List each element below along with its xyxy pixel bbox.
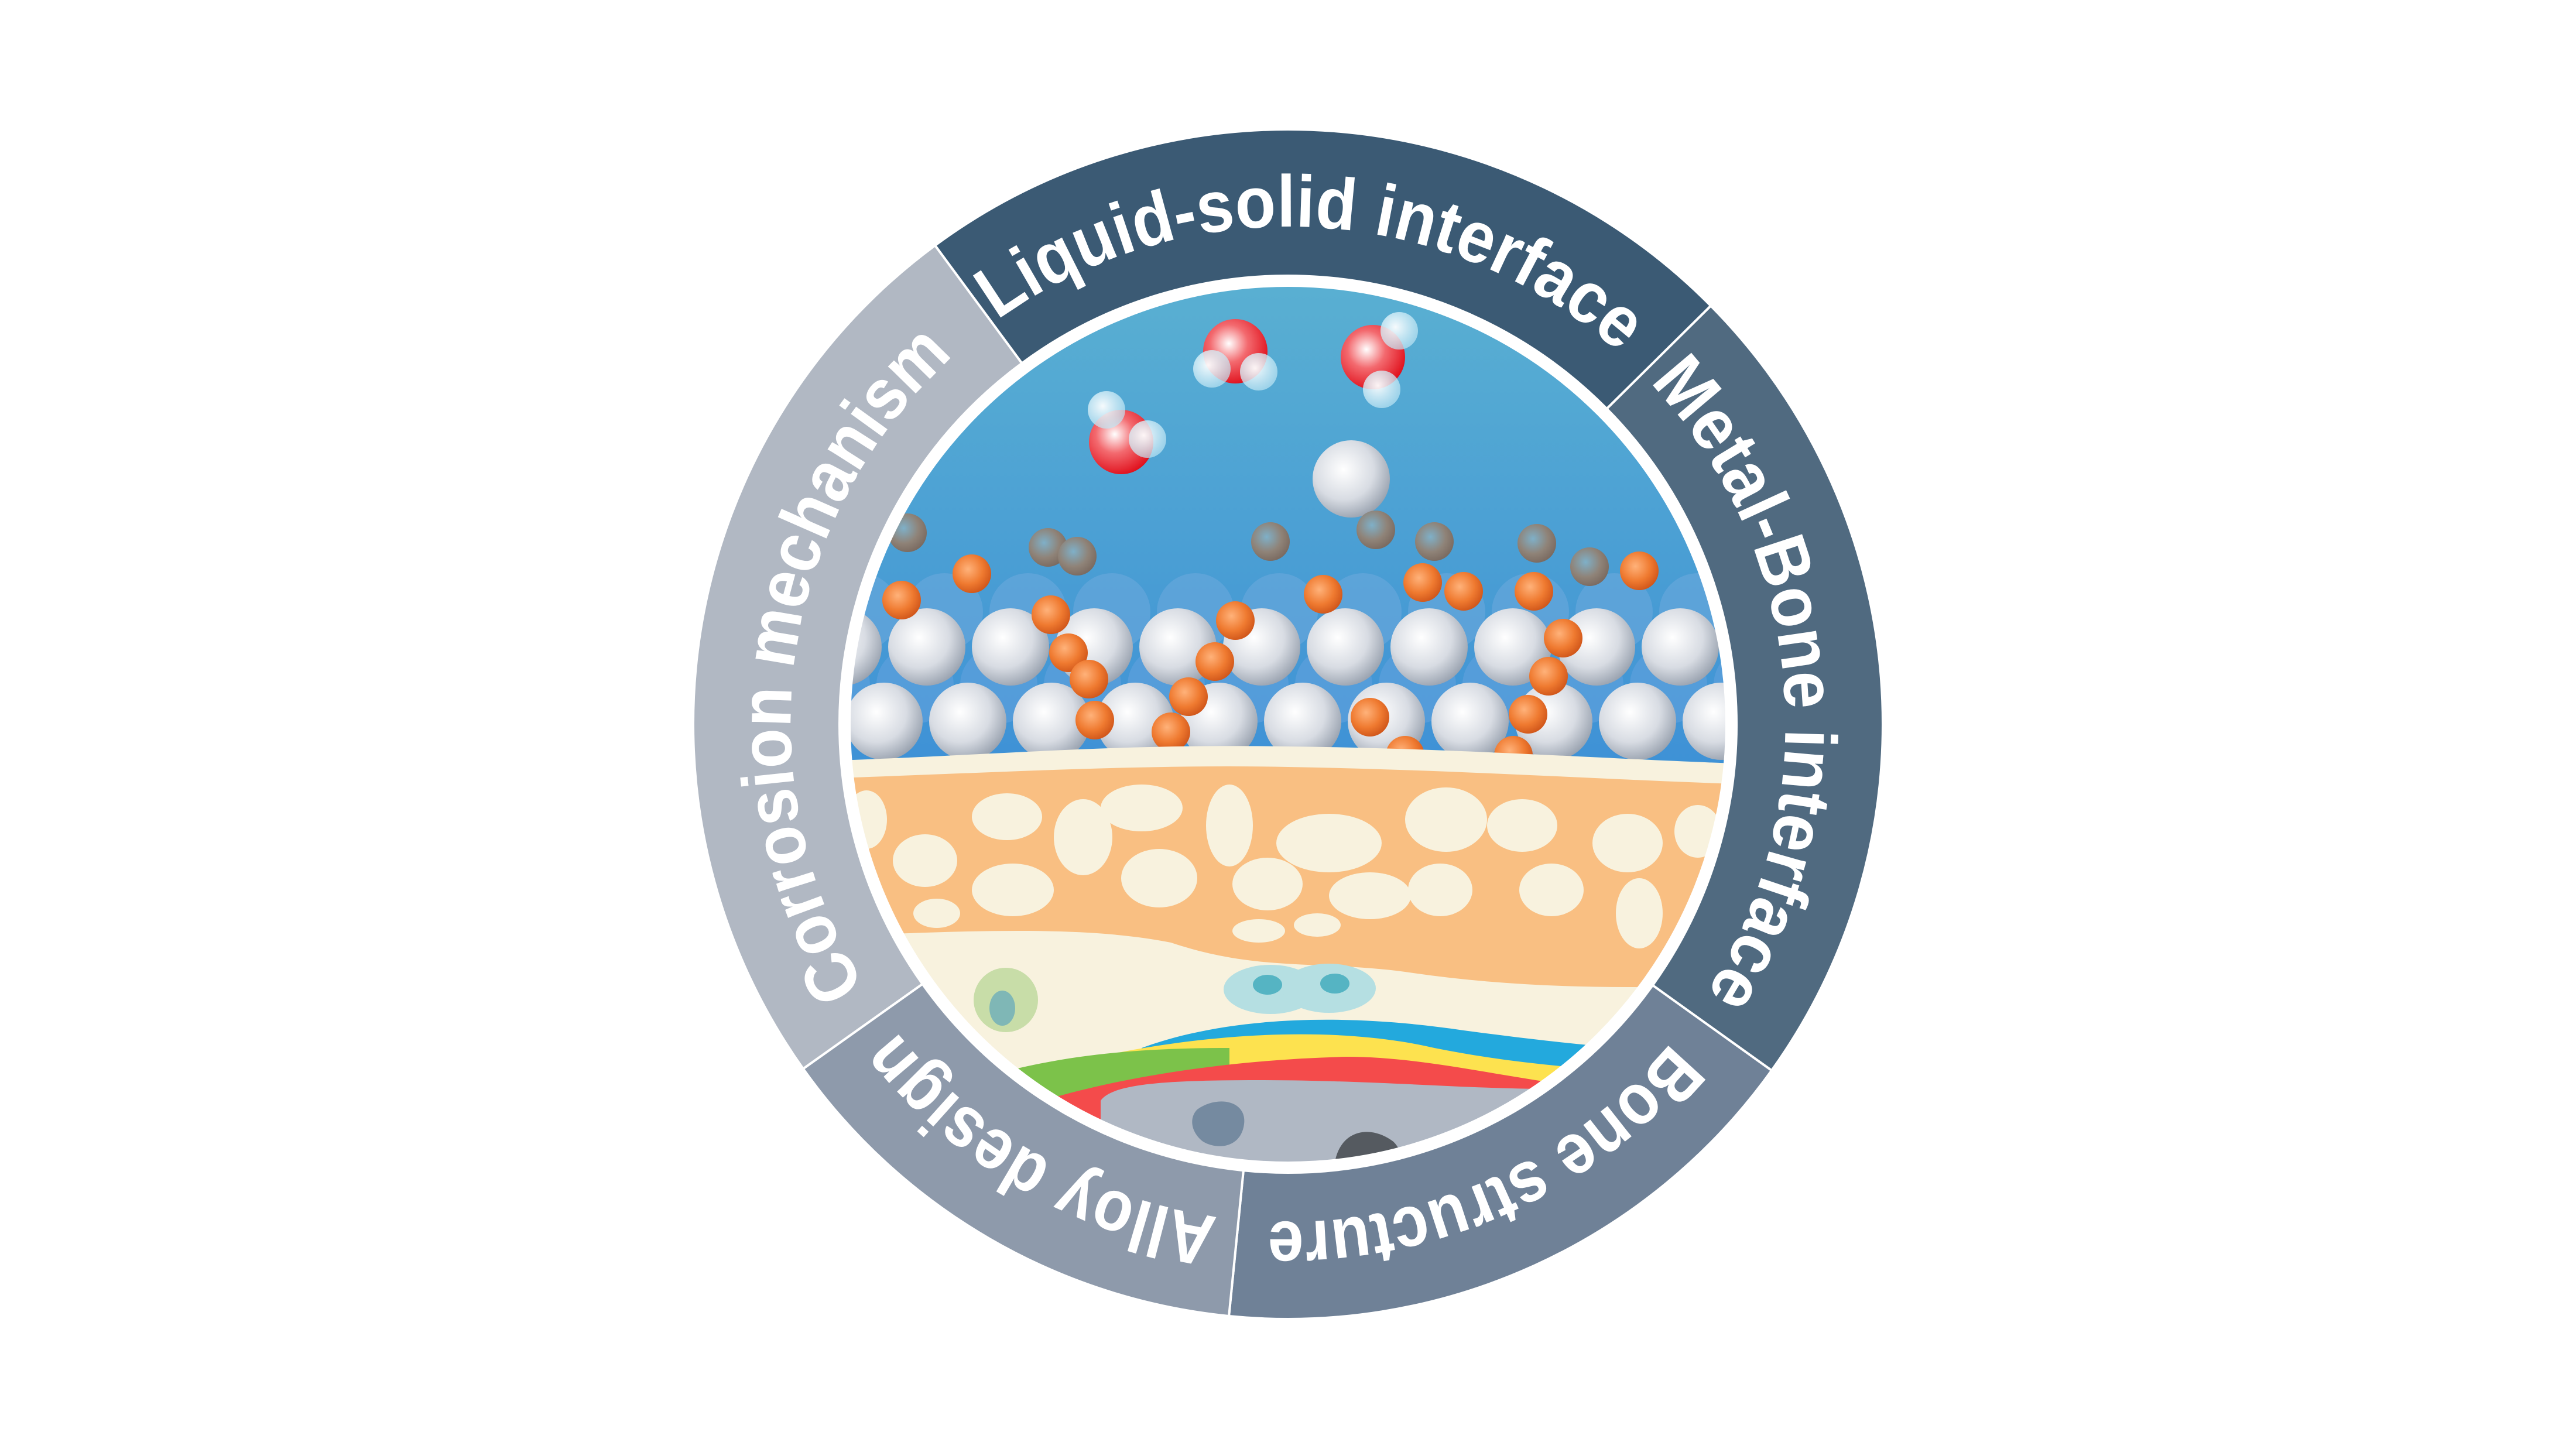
hydrogen-atom [1193, 350, 1231, 388]
metal-atom [1013, 683, 1090, 760]
bone-pore [1408, 864, 1472, 916]
metal-atom [929, 683, 1006, 760]
hydrogen-atom [1129, 420, 1166, 458]
bone-pore [1487, 799, 1557, 852]
brown-ion [1415, 522, 1454, 561]
orange-ion [1049, 633, 1088, 672]
bone-pore [1616, 878, 1663, 948]
brown-ion [1058, 537, 1097, 576]
inner-circle-outline [847, 283, 1729, 1165]
metal-atom [849, 608, 882, 686]
water-molecule [1193, 319, 1277, 390]
cell-nucleus [989, 991, 1015, 1026]
orange-ion [1070, 660, 1108, 698]
brown-ion [1517, 524, 1556, 563]
metal-atom [1390, 608, 1468, 686]
metal-atom [1683, 683, 1727, 760]
orange-ion [1403, 563, 1442, 602]
bone-pore [1405, 787, 1487, 852]
metal-lattice [849, 440, 1727, 760]
orange-ion [1216, 601, 1255, 640]
orange-ion [953, 554, 991, 593]
marrow-cavity [1192, 1101, 1245, 1146]
bone-pore [1519, 864, 1584, 916]
metal-atom [1599, 683, 1676, 760]
water-molecule [1341, 312, 1418, 408]
bone-pore [913, 899, 960, 928]
hydrogen-atom [1363, 371, 1400, 408]
orange-ion [1032, 595, 1070, 634]
bone-pore [1206, 785, 1253, 866]
metal-atom [1307, 608, 1384, 686]
dissolved-metal-atom [1313, 440, 1390, 518]
bone-pore [972, 864, 1054, 916]
bone-pore [1232, 858, 1303, 910]
metal-atom [1431, 683, 1509, 760]
cells [974, 964, 1376, 1032]
cell-nucleus [1253, 975, 1282, 995]
orange-ion [1529, 657, 1568, 696]
bone-pore [1592, 814, 1663, 872]
orange-ion [1304, 575, 1342, 614]
bone-pore [1101, 785, 1183, 831]
water-molecule [1088, 391, 1166, 474]
bone-pore [1294, 913, 1341, 937]
released-ions [882, 511, 1659, 775]
orange-ion [1620, 551, 1659, 590]
brown-ion [1251, 522, 1290, 561]
metal-atom [972, 608, 1049, 686]
orange-ion [882, 581, 921, 619]
orange-ion [1444, 572, 1483, 611]
bone-pore [1232, 919, 1285, 943]
orange-ion [1544, 619, 1582, 657]
orange-ion [1169, 677, 1208, 716]
orange-ion [1195, 642, 1234, 681]
bone-pore [1054, 799, 1112, 875]
orange-ion [1351, 698, 1389, 737]
orange-ion [1515, 572, 1553, 611]
bone-pore [893, 834, 957, 887]
hydrogen-atom [1088, 391, 1125, 429]
brown-ion [1029, 528, 1067, 567]
cell-nucleus [1320, 974, 1349, 994]
orange-ion [1509, 695, 1547, 734]
brown-ion [1356, 511, 1395, 549]
orange-ion [1075, 701, 1114, 739]
hydrogen-atom [1381, 312, 1418, 350]
metal-atom [1642, 608, 1719, 686]
orange-ion [1152, 712, 1190, 751]
bone-pore [1276, 814, 1382, 872]
outer-ring [692, 128, 1884, 1320]
metal-atom [888, 608, 965, 686]
metal-atom [849, 683, 923, 760]
bone-pore [1329, 872, 1411, 919]
brown-ion [1570, 547, 1609, 586]
water-molecules [1088, 312, 1418, 474]
hydrogen-atom [1240, 353, 1277, 390]
bone-pore [972, 793, 1042, 840]
bone-pore [1121, 849, 1197, 907]
metal-atom [1264, 683, 1341, 760]
